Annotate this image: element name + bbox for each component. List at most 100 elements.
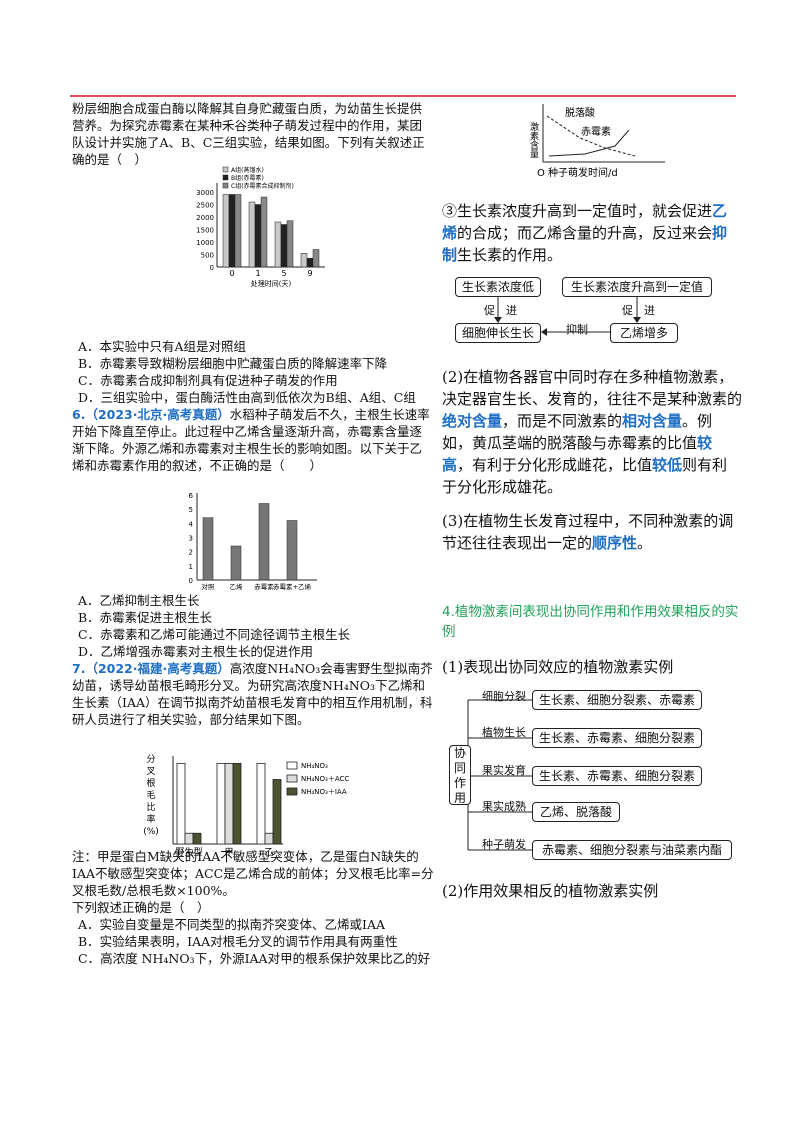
point-3-order: (3)在植物生长发育过程中，不同种激素的调节还往往表现出一定的顺序性。 [442, 512, 734, 552]
flow-box-ethylene: 乙烯增多 [610, 323, 678, 343]
y-axis-label-char: 毛 [146, 789, 155, 801]
legend-label: NH₄NO₃ [301, 762, 328, 770]
q6-option-b: B．赤霉素促进主根生长 [78, 610, 213, 625]
bar [280, 224, 288, 268]
q6-tag: 6.（2023·北京·高考真题） [72, 407, 230, 422]
y-tick-label: 1500 [196, 227, 214, 235]
bar [224, 762, 234, 845]
bar [216, 762, 226, 845]
x-axis-label: 处理时间(天) [251, 279, 292, 288]
legend-swatch [286, 774, 298, 783]
flow-arrows [494, 296, 641, 336]
q5-option-b: B．赤霉素导致糊粉层细胞中贮藏蛋白质的降解速率下降 [78, 356, 388, 371]
bar [272, 779, 282, 845]
q6-option-c: C．赤霉素和乙烯可能通过不同途径调节主根生长 [78, 627, 351, 642]
y-axis-label: 激素含量 [528, 121, 539, 158]
bar [202, 517, 214, 581]
bar [184, 832, 194, 845]
q7-bar-chart: 分叉根毛比率(%)野生型甲乙NH₄NO₃NH₄NO₃＋ACCNH₄NO₃＋IAA [143, 754, 349, 858]
x-tick-label: 0 [229, 269, 234, 278]
bar [286, 520, 298, 581]
legend-swatch [286, 787, 298, 796]
series-line-ga [548, 129, 630, 157]
y-tick-label: 2 [189, 549, 193, 557]
section-heading: 4.植物激素间表现出协同作用和作用效果相反的实例 [442, 604, 739, 640]
flow-promote-1: 促 进 [484, 304, 517, 317]
x-tick-label: 乙烯 [230, 582, 244, 591]
right-column-2: (2)在植物各器官中同时存在多种植物激素，决定器官生长、发育的，往往不是某种激素… [442, 366, 742, 678]
q7-note: 注：甲是蛋白M缺失的IAA不敏感型突变体，乙是蛋白N缺失的IAA不敏感型突变体；… [72, 849, 434, 898]
legend-swatch [222, 182, 229, 189]
y-tick-label: 1000 [196, 239, 214, 247]
series-label-aba: 脱落酸 [565, 106, 595, 119]
bar [256, 762, 266, 845]
y-axis-label-char: 叉 [146, 766, 155, 777]
flow-inhibit: 抑制 [566, 323, 588, 336]
y-tick-label: 1 [189, 563, 193, 571]
legend-label: C组(赤霉素合成抑制剂) [231, 182, 294, 190]
x-tick-label: 1 [255, 269, 260, 278]
y-tick-label: 3 [189, 535, 193, 543]
right-column-3: (2)作用效果相反的植物激素实例 [442, 880, 742, 902]
bar [264, 832, 274, 845]
synergy-value-4: 乙烯、脱落酸 [532, 802, 620, 822]
x-tick-label: 甲 [224, 847, 233, 858]
q7-option-b: B．实验结果表明，IAA对根毛分叉的调节作用具有两重性 [78, 934, 398, 949]
x-tick-label: 赤霉素+乙烯 [273, 582, 311, 591]
q7-tag: 7.（2022·福建·高考真题） [72, 661, 230, 676]
q5-intro: 粉层细胞合成蛋白酶以降解其自身贮藏蛋白质，为幼苗生长提供营养。为探究赤霉素在某种… [72, 101, 425, 167]
bar [222, 194, 230, 268]
left-column: 粉层细胞合成蛋白酶以降解其自身贮藏蛋白质，为幼苗生长提供营养。为探究赤霉素在某种… [72, 100, 434, 967]
q7-text: 高浓度NH₄NO₃会毒害野生型拟南芥幼苗，诱导幼苗根毛畸形分叉。为研究高浓度NH… [72, 661, 433, 727]
bar [258, 503, 270, 581]
x-tick-label: 赤霉素 [254, 582, 274, 591]
q5-bar-chart: 050010001500200025003000A组(蒸馏水)B组(赤霉素)C组… [196, 166, 325, 288]
y-tick-label: 0 [210, 264, 214, 272]
sub-heading-antagonism: (2)作用效果相反的植物激素实例 [442, 882, 659, 900]
right-column: ③生长素浓度升高到一定值时，就会促进乙烯的合成；而乙烯含量的升高，反过来会抑制生… [442, 200, 742, 266]
bar [248, 201, 256, 268]
y-axis-label-char: 根 [146, 777, 155, 789]
synergy-center-box: 协同作用 [449, 745, 471, 805]
synergy-value-5: 赤霉素、细胞分裂素与油菜素内酯 [532, 840, 732, 860]
flow-box-cell-elongation: 细胞伸长生长 [455, 323, 541, 343]
x-axis-label: O 种子萌发时间/d [537, 166, 618, 179]
synergy-value-1: 生长素、细胞分裂素、赤霉素 [532, 690, 702, 710]
bar [286, 220, 294, 268]
synergy-label-2: 植物生长 [482, 726, 526, 739]
synergy-value-3: 生长素、赤霉素、细胞分裂素 [532, 766, 702, 786]
q6-bar-chart: 0123456对照乙烯赤霉素赤霉素+乙烯 [189, 492, 317, 591]
synergy-label-4: 果实成熟 [482, 800, 526, 813]
synergy-value-2: 生长素、赤霉素、细胞分裂素 [532, 728, 702, 748]
legend-label: NH₄NO₃＋IAA [301, 788, 347, 796]
q5-option-c: C．赤霉素合成抑制剂具有促进种子萌发的作用 [78, 373, 338, 388]
q5-option-a: A．本实验中只有A组是对照组 [78, 339, 247, 354]
synergy-label-1: 细胞分裂 [482, 690, 526, 703]
x-tick-label: 5 [281, 269, 286, 278]
legend-label: NH₄NO₃＋ACC [301, 775, 349, 783]
q7-question: 7.（2022·福建·高考真题）高浓度NH₄NO₃会毒害野生型拟南芥幼苗，诱导幼… [72, 660, 434, 728]
series-line-aba [546, 115, 636, 157]
y-tick-label: 6 [189, 492, 194, 500]
bar [228, 194, 236, 268]
synergy-label-3: 果实发育 [482, 764, 526, 777]
bar [306, 258, 314, 268]
x-tick-label: 9 [307, 269, 312, 278]
x-tick-label: 对照 [202, 582, 216, 591]
legend-swatch [286, 761, 298, 770]
sub-heading-synergy: (1)表现出协同效应的植物激素实例 [442, 658, 674, 676]
bar [176, 762, 186, 845]
bar [254, 204, 262, 268]
y-tick-label: 5 [189, 506, 193, 514]
series-label-ga: 赤霉素 [581, 125, 611, 138]
q7-option-c: C．高浓度 NH₄NO₃下，外源IAA对甲的根系保护效果比乙的好 [78, 951, 431, 966]
y-tick-label: 500 [201, 252, 214, 260]
y-tick-label: 0 [189, 577, 193, 585]
y-axis-label-char: 比 [146, 801, 155, 813]
q6-question: 6.（2023·北京·高考真题）水稻种子萌发后不久，主根生长速率开始下降直至停止… [72, 406, 434, 474]
y-axis-label-char: 分 [146, 754, 155, 765]
q7-option-a: A．实验自变量是不同类型的拟南芥突变体、乙烯或IAA [78, 917, 386, 932]
bar [300, 253, 308, 268]
bar [274, 221, 282, 268]
bar [234, 194, 242, 268]
